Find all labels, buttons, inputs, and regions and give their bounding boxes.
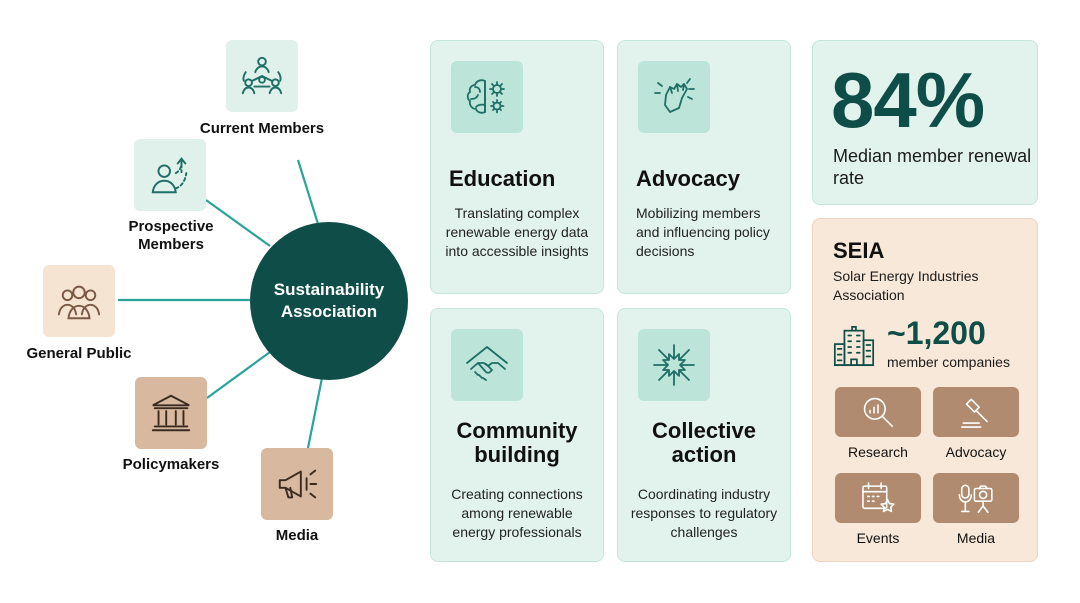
connector-lines <box>118 159 324 449</box>
policymakers-label: Policymakers <box>122 456 220 473</box>
handshake-icon <box>466 346 508 381</box>
calendar-star-icon <box>862 482 895 513</box>
general-public-tile <box>43 265 115 337</box>
raised-fist-icon <box>654 78 695 113</box>
media-tile-label: Media <box>956 530 996 546</box>
research-tile <box>835 387 921 437</box>
research-label: Research <box>848 444 908 460</box>
education-description: Translating complex renewable energy dat… <box>445 205 589 259</box>
brain-gears-icon <box>466 79 505 114</box>
events-tile <box>835 473 921 523</box>
community-icon-tile <box>451 329 523 401</box>
community-building-title: Community building <box>456 418 578 467</box>
general-public-label: General Public <box>26 345 132 362</box>
seia-acronym: SEIA <box>833 238 885 263</box>
person-growth-icon <box>151 157 188 194</box>
advocacy-description: Mobilizing members and influencing polic… <box>636 205 770 259</box>
collective-action-description: Coordinating industry responses to regul… <box>630 486 778 540</box>
education-title: Education <box>449 166 556 191</box>
government-building-icon <box>151 394 191 432</box>
hub-circle: Sustainability Association <box>250 222 408 380</box>
policymakers-tile <box>135 377 207 449</box>
prospective-members-tile <box>134 139 206 211</box>
events-label: Events <box>856 530 900 546</box>
collective-action-card: Collective action Coordinating industry … <box>617 308 791 562</box>
collective-action-title: Collective action <box>652 418 756 467</box>
advocacy-card: Advocacy Mobilizing members and influenc… <box>617 40 791 294</box>
seia-card: SEIA Solar Energy Industries Association… <box>812 218 1038 562</box>
advocacy-title: Advocacy <box>636 166 740 191</box>
advocacy-tile <box>933 387 1019 437</box>
current-members-label: Current Members <box>199 120 325 137</box>
renewal-rate-caption: Median member renewal rate <box>833 146 1032 188</box>
media-tile <box>261 448 333 520</box>
members-network-icon <box>241 56 283 95</box>
education-card: Education Translating complex renewable … <box>430 40 604 294</box>
converging-arrows-icon <box>653 344 695 386</box>
microphone-camera-icon <box>958 484 993 514</box>
renewal-stat-card: 84% Median member renewal rate <box>812 40 1038 205</box>
office-building-icon <box>833 325 875 367</box>
megaphone-icon <box>278 469 318 499</box>
seia-full-name: Solar Energy Industries Association <box>833 268 979 303</box>
advocacy-icon-tile <box>638 61 710 133</box>
community-building-card: Community building Creating connections … <box>430 308 604 562</box>
member-count-label: member companies <box>887 354 1010 370</box>
group-people-icon <box>57 285 101 320</box>
renewal-rate-value: 84% <box>831 56 985 144</box>
magnifier-chart-icon <box>863 397 894 428</box>
media-tile-seia <box>933 473 1019 523</box>
hub-label: Sustainability Association <box>273 280 385 321</box>
collective-icon-tile <box>638 329 710 401</box>
gavel-icon <box>960 398 988 428</box>
member-count: ~1,200 <box>887 315 986 351</box>
advocacy-tile-label: Advocacy <box>945 444 1007 460</box>
education-icon-tile <box>451 61 523 133</box>
current-members-tile <box>226 40 298 112</box>
community-building-description: Creating connections among renewable ene… <box>451 486 583 540</box>
prospective-members-label: Prospective Members <box>128 218 214 253</box>
media-label: Media <box>275 527 319 544</box>
